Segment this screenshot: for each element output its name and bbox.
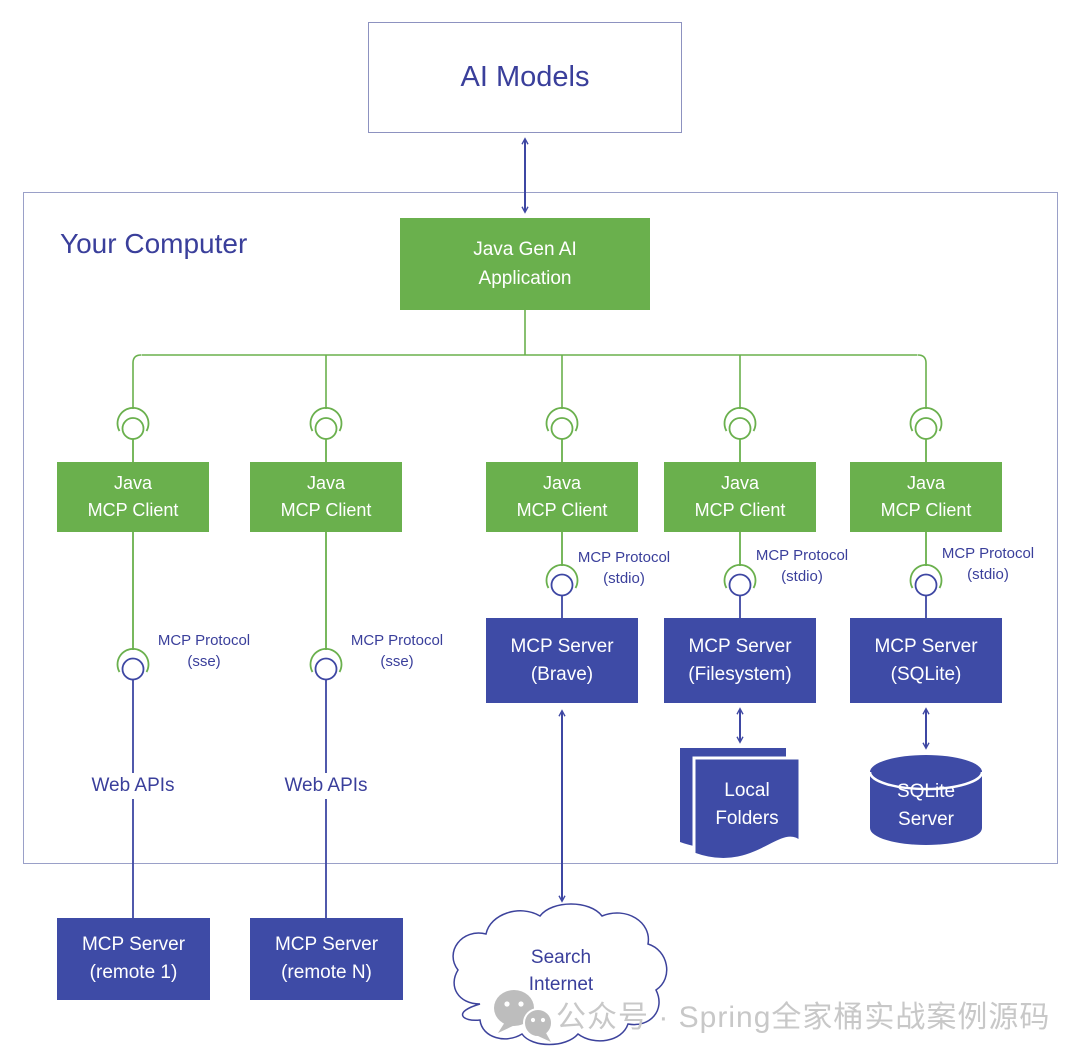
protocol-line1: MCP Protocol bbox=[941, 545, 1035, 562]
protocol-line1: MCP Protocol bbox=[157, 632, 251, 649]
server-label-line2: (Filesystem) bbox=[688, 663, 792, 685]
your-computer-container bbox=[23, 192, 1058, 864]
app-label-line1: Java Gen AI bbox=[473, 239, 577, 260]
protocol-line2: (stdio) bbox=[603, 570, 645, 587]
java-mcp-client-box-3: Java MCP Client bbox=[486, 462, 638, 532]
mcp-protocol-stdio-label-1: MCP Protocol (stdio) bbox=[568, 547, 680, 589]
watermark-text: 公众号 · Spring全家桶实战案例源码 bbox=[556, 1001, 1051, 1034]
protocol-line2: (sse) bbox=[187, 653, 221, 670]
wechat-icon bbox=[494, 990, 553, 1042]
server-label-line1: MCP Server bbox=[274, 934, 379, 955]
cloud-line2: Internet bbox=[528, 974, 594, 995]
java-mcp-client-box-4: Java MCP Client bbox=[664, 462, 816, 532]
server-label-line2: (SQLite) bbox=[890, 663, 962, 685]
server-label-line1: MCP Server bbox=[688, 635, 792, 657]
client-tree-lines bbox=[132, 310, 927, 409]
client-label-line1: Java bbox=[542, 473, 582, 493]
sse-socket-connector-icon bbox=[116, 532, 343, 918]
protocol-line1: MCP Protocol bbox=[350, 632, 444, 649]
server-label-line2: (remote N) bbox=[281, 962, 372, 983]
mcp-server-remoteN-box: MCP Server (remote N) bbox=[250, 918, 403, 1000]
server-label-line1: MCP Server bbox=[510, 635, 614, 657]
double-arrows bbox=[521, 137, 930, 903]
mcp-server-sqlite-box: MCP Server (SQLite) bbox=[850, 618, 1002, 703]
mcp-server-filesystem-box: MCP Server (Filesystem) bbox=[664, 618, 816, 703]
mcp-protocol-sse-label-2: MCP Protocol (sse) bbox=[341, 630, 453, 672]
db-line2: Server bbox=[898, 809, 954, 830]
mcp-server-remote1-box: MCP Server (remote 1) bbox=[57, 918, 210, 1000]
your-computer-label: Your Computer bbox=[60, 228, 248, 259]
mcp-protocol-stdio-label-2: MCP Protocol (stdio) bbox=[746, 545, 858, 587]
search-internet-label: Search Internet bbox=[508, 944, 614, 998]
local-folders-label: Local Folders bbox=[694, 777, 800, 833]
local-folders-icon bbox=[680, 748, 802, 861]
folders-line2: Folders bbox=[715, 808, 779, 829]
server-label-line1: MCP Server bbox=[874, 635, 978, 657]
database-cylinder-icon bbox=[868, 755, 984, 845]
client-label-line1: Java bbox=[906, 473, 946, 493]
sqlite-server-label: SQLite Server bbox=[873, 778, 979, 834]
server-label-line1: MCP Server bbox=[81, 934, 186, 955]
app-label-line2: Application bbox=[478, 268, 572, 289]
protocol-line2: (stdio) bbox=[967, 566, 1009, 583]
client-label-line2: MCP Client bbox=[280, 500, 372, 520]
java-mcp-client-box-5: Java MCP Client bbox=[850, 462, 1002, 532]
client-label-line1: Java bbox=[720, 473, 760, 493]
client-label-line2: MCP Client bbox=[87, 500, 179, 520]
server-label-line2: (Brave) bbox=[530, 663, 594, 685]
cloud-line1: Search bbox=[530, 947, 592, 968]
web-apis-label-1: Web APIs bbox=[78, 773, 188, 799]
mcp-protocol-sse-label-1: MCP Protocol (sse) bbox=[148, 630, 260, 672]
java-gen-ai-app-box: Java Gen AI Application bbox=[400, 218, 650, 310]
java-mcp-client-box-1: Java MCP Client bbox=[57, 462, 209, 532]
stdio-socket-connector-icon bbox=[545, 532, 943, 618]
protocol-line1: MCP Protocol bbox=[577, 549, 671, 566]
protocol-line1: MCP Protocol bbox=[755, 547, 849, 564]
client-label-line2: MCP Client bbox=[694, 500, 786, 520]
client-label-line2: MCP Client bbox=[516, 500, 608, 520]
web-apis-label-2: Web APIs bbox=[271, 773, 381, 799]
client-label-line1: Java bbox=[306, 473, 346, 493]
db-line1: SQLite bbox=[896, 781, 956, 802]
socket-connector-icon bbox=[116, 406, 943, 462]
ai-models-label: AI Models bbox=[460, 61, 590, 93]
java-mcp-client-box-2: Java MCP Client bbox=[250, 462, 402, 532]
ai-models-box: AI Models bbox=[368, 22, 682, 133]
mcp-protocol-stdio-label-3: MCP Protocol (stdio) bbox=[932, 543, 1044, 585]
server-label-line2: (remote 1) bbox=[89, 962, 178, 983]
folders-line1: Local bbox=[724, 780, 770, 801]
protocol-line2: (stdio) bbox=[781, 568, 823, 585]
protocol-line2: (sse) bbox=[380, 653, 414, 670]
mcp-server-brave-box: MCP Server (Brave) bbox=[486, 618, 638, 703]
client-label-line2: MCP Client bbox=[880, 500, 972, 520]
client-label-line1: Java bbox=[113, 473, 153, 493]
